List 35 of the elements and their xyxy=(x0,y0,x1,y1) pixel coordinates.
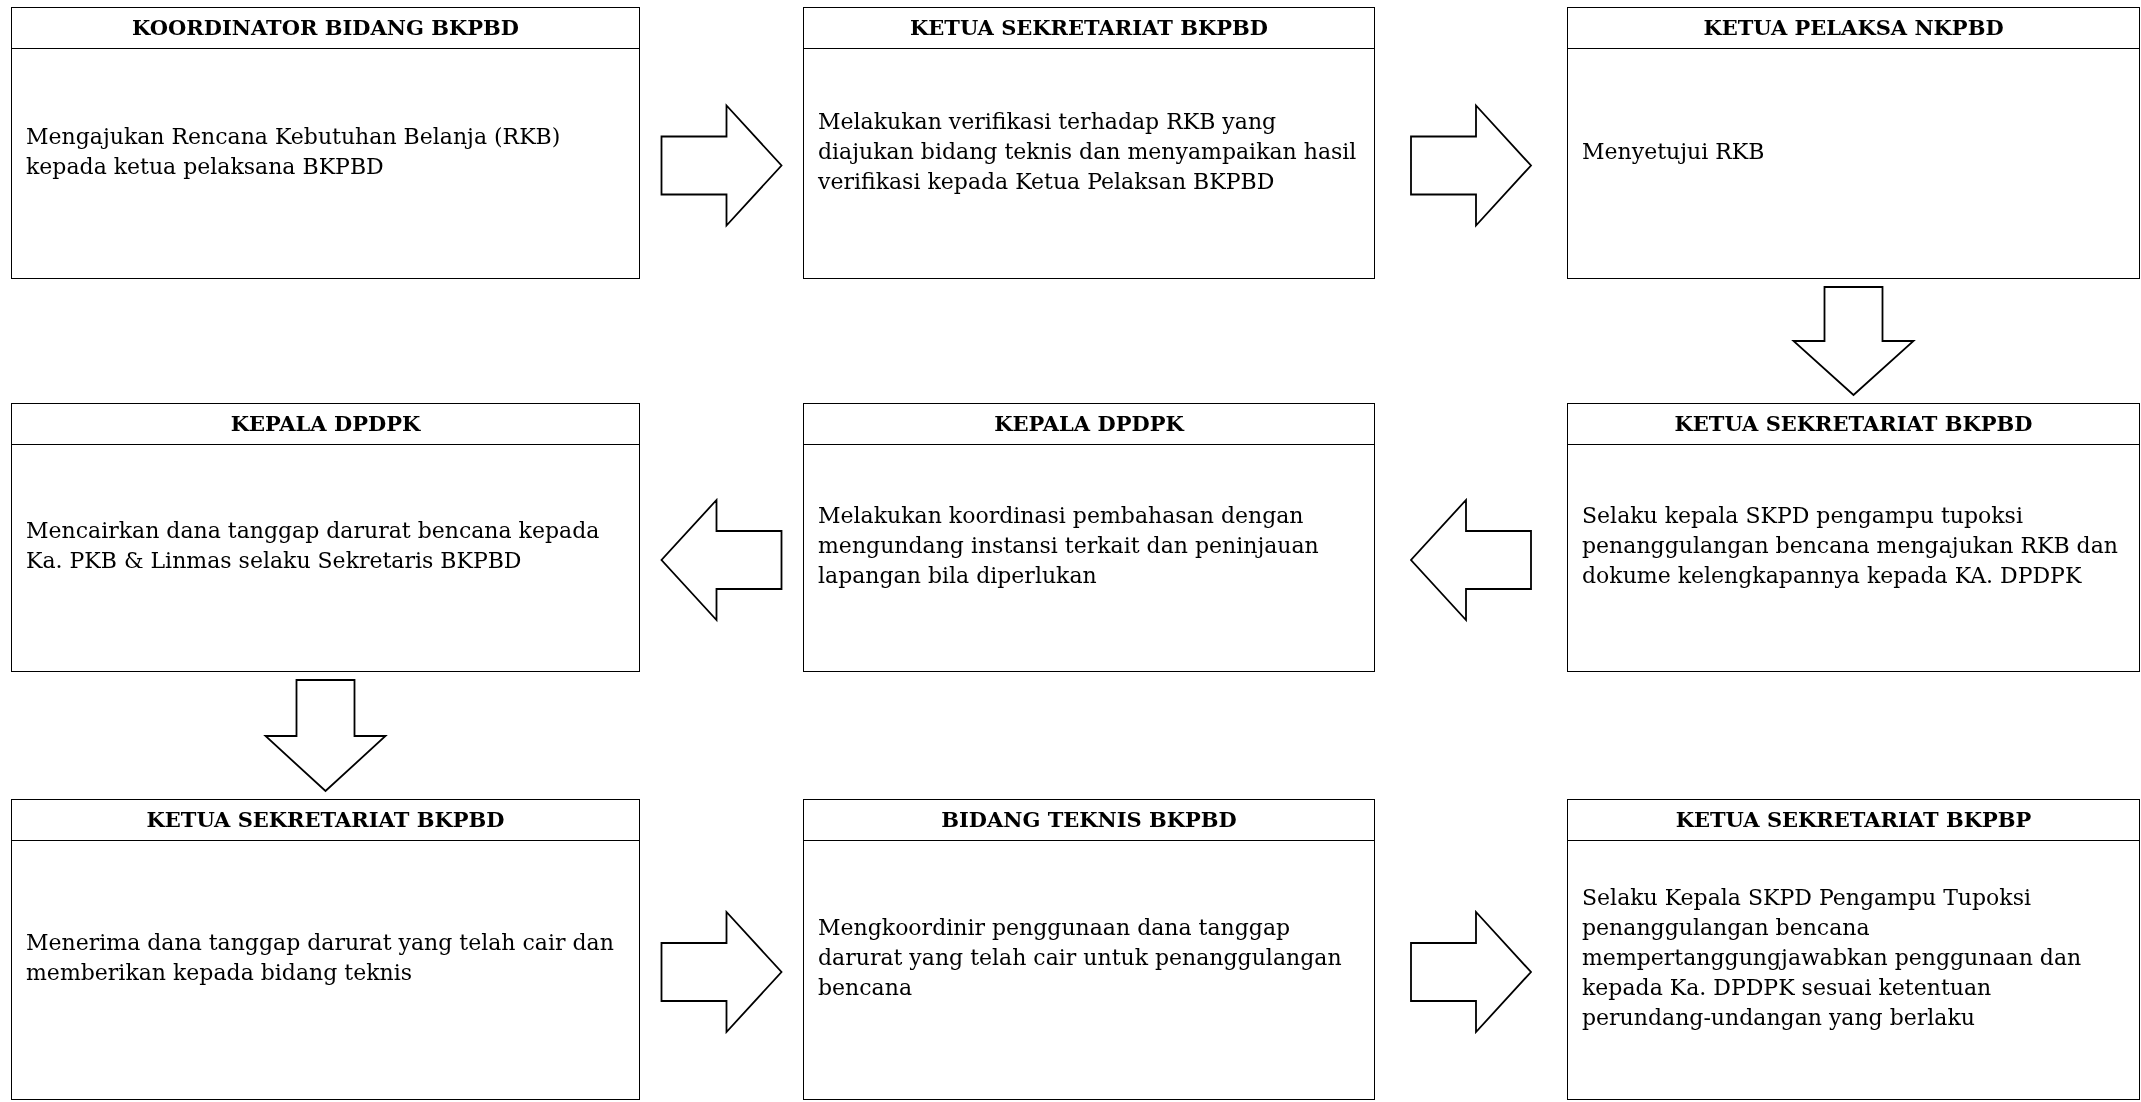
block-arrow xyxy=(660,909,783,1035)
box-heading: KOORDINATOR BIDANG BKPBD xyxy=(131,14,520,42)
process-box xyxy=(1567,799,2140,1100)
process-box xyxy=(1567,403,2140,672)
box-text: Melakukan koordinasi pembahasan dengan mengundang instansi terkait dan peninjauan lapangan bila diperlukan xyxy=(818,502,1320,590)
block-arrow xyxy=(1410,909,1533,1035)
box-text: Melakukan verifikasi terhadap RKB yang diajukan bidang teknis dan menyampaikan hasil verifikasi kepada Ketua Pelaksan BKPBD xyxy=(818,107,1358,196)
process-box xyxy=(11,7,640,279)
process-box xyxy=(803,7,1375,279)
process-box xyxy=(11,799,640,1100)
block-arrow xyxy=(660,497,783,623)
box-heading: KEPALA DPDPK xyxy=(230,410,421,438)
block-arrow xyxy=(263,679,388,793)
box-text: Mengkoordinir penggunaan dana tanggap darurat yang telah cair untuk penanggulangan bencana xyxy=(818,914,1343,1002)
process-box xyxy=(1567,7,2140,279)
block-arrow xyxy=(1791,286,1916,397)
box-heading: KETUA SEKRETARIAT BKPBD xyxy=(1674,410,2033,438)
box-text: Menerima dana tanggap darurat yang telah cair dan memberikan kepada bidang teknis xyxy=(26,929,615,987)
box-text: Selaku kepala SKPD pengampu tupoksi penanggulangan bencana mengajukan RKB dan dokume kelengkapannya kepada KA. DPDPK xyxy=(1582,502,2119,590)
box-heading: BIDANG TEKNIS BKPBD xyxy=(941,806,1237,834)
box-text: Mencairkan dana tanggap darurat bencana kepada Ka. PKB & Linmas selaku Sekretaris BKPBD xyxy=(26,517,601,575)
box-heading: KETUA PELAKSA NKPBD xyxy=(1703,14,2004,42)
box-heading: KEPALA DPDPK xyxy=(994,410,1184,438)
box-heading: KETUA SEKRETARIAT BKPBP xyxy=(1675,806,2032,834)
process-box xyxy=(803,799,1375,1100)
process-box xyxy=(803,403,1375,672)
box-text: Selaku Kepala SKPD Pengampu Tupoksi penanggulangan bencana mempertanggungjawabkan penggunaan dan kepada Ka. DPDPK sesuai ketentuan perundang-undangan yang berlaku xyxy=(1582,884,2083,1032)
block-arrow xyxy=(660,103,783,228)
block-arrow xyxy=(1410,103,1533,228)
block-arrow xyxy=(1409,497,1532,623)
box-text: Menyetujui RKB xyxy=(1582,137,1766,166)
process-box xyxy=(11,403,640,672)
box-heading: KETUA SEKRETARIAT BKPBD xyxy=(910,14,1268,42)
box-text: Mengajukan Rencana Kebutuhan Belanja (RKB) kepada ketua pelaksana BKPBD xyxy=(26,122,562,181)
box-heading: KETUA SEKRETARIAT BKPBD xyxy=(146,806,505,834)
